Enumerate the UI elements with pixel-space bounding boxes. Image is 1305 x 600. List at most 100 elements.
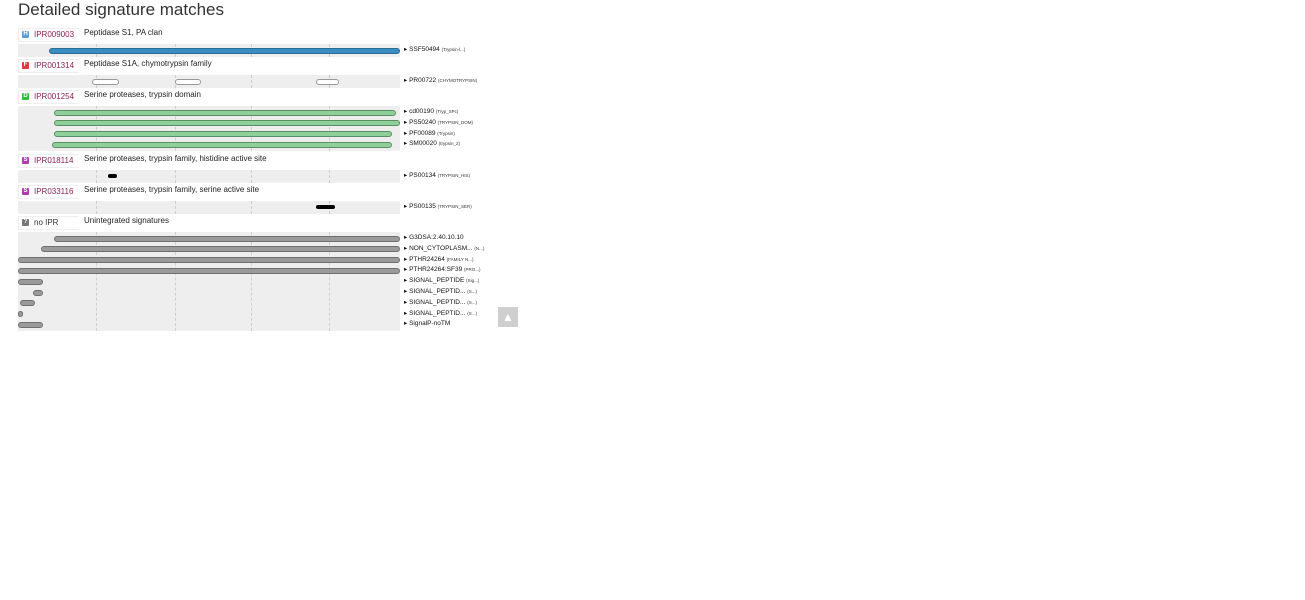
accession-box	[18, 90, 79, 104]
match-track	[18, 232, 401, 332]
signature-name[interactable]: ▸ SIGNAL_PEPTIDE	[404, 277, 467, 285]
entry-description: Serine proteases, trypsin domain	[84, 90, 201, 99]
signature-name[interactable]: ▸ PF00089	[404, 129, 438, 137]
signature-group: H IPR009003 Peptidase S1, PA clan ▸ SSF5049…	[18, 28, 558, 57]
match-bar[interactable]	[54, 131, 393, 138]
signature-name[interactable]: ▸ PS00134	[404, 172, 438, 179]
signature-label[interactable]: ▸ G3DSA:2.40.10.10	[404, 233, 464, 241]
signature-detail: (S...)	[467, 310, 477, 316]
signature-label[interactable]: ▸ PS00134 (TRYPSIN_HIS)	[404, 171, 470, 179]
match-track	[18, 75, 400, 88]
signature-name[interactable]: ▸ SignalP-noTM	[404, 320, 451, 328]
match-bar[interactable]	[33, 289, 43, 296]
match-track	[18, 106, 401, 152]
signature-label[interactable]: ▸ PS50240 (TRYPSIN_DOM)	[404, 118, 473, 126]
signature-detail: (PRO...)	[464, 267, 481, 273]
accession-box	[18, 28, 79, 42]
signature-name[interactable]: ▸ SIGNAL_PEPTID...	[404, 288, 468, 295]
signature-label[interactable]: ▸ SignalP-noTM	[404, 319, 450, 327]
entry-description: Peptidase S1A, chymotrypsin family	[84, 59, 212, 68]
signature-name[interactable]: ▸ NON_CYTOPLASM...	[404, 244, 475, 252]
match-bar[interactable]	[174, 78, 202, 85]
signature-name[interactable]: ▸ SSF50494	[404, 46, 442, 53]
signature-label[interactable]: ▸ PTHR24264 (FAMILY N...)	[404, 255, 474, 263]
match-bar[interactable]	[48, 47, 401, 54]
grid-line	[96, 232, 98, 332]
grid-line	[96, 201, 98, 214]
entry-type-icon: ?	[22, 219, 29, 226]
accession-box	[18, 154, 79, 168]
signature-name[interactable]: ▸ cd00190	[404, 108, 436, 115]
signature-detail: (Trypsin-l...)	[441, 47, 466, 52]
match-bar[interactable]	[52, 141, 393, 148]
signature-name[interactable]: ▸ PS00135	[404, 203, 438, 210]
grid-line	[329, 106, 331, 152]
match-bar[interactable]	[40, 246, 401, 253]
match-bar[interactable]	[315, 78, 339, 85]
entry-type-icon: S	[22, 157, 29, 164]
signature-name[interactable]: ▸ PTHR24264:SF39	[404, 266, 464, 274]
grid-line	[251, 201, 253, 214]
entry-accession-link[interactable]: IPR001314	[34, 61, 75, 70]
signature-label[interactable]: ▸ PR00722 (CHYMOTRYPSIN)	[404, 76, 477, 84]
match-track	[18, 44, 401, 57]
match-bar[interactable]	[92, 78, 120, 85]
signature-label[interactable]: ▸ SIGNAL_PEPTIDE (Sig...)	[404, 276, 479, 284]
signature-detail: (Sig...)	[466, 278, 480, 284]
match-bar[interactable]	[107, 173, 118, 178]
signature-name[interactable]: ▸ PS50240	[404, 118, 438, 126]
grid-line	[251, 170, 253, 183]
match-bar[interactable]	[315, 204, 336, 209]
entry-accession-link[interactable]: IPR033116	[34, 187, 74, 196]
signature-detail: (N...)	[474, 245, 485, 251]
signature-name[interactable]: ▸ SM00020	[404, 140, 439, 148]
entry-accession-link: no IPR	[34, 218, 59, 227]
grid-line	[251, 106, 253, 152]
entry-accession-link[interactable]: IPR009003	[34, 30, 75, 39]
signature-label[interactable]: ▸ PTHR24264:SF39 (PRO...)	[404, 265, 481, 273]
entry-accession-link[interactable]: IPR001254	[34, 92, 75, 101]
signature-group: ? no IPR Unintegrated signatures ▸ G3DSA:2.…	[18, 216, 558, 332]
match-bar[interactable]	[18, 311, 23, 318]
match-bar[interactable]	[18, 257, 401, 264]
match-bar[interactable]	[19, 300, 36, 307]
signature-name[interactable]: ▸ G3DSA:2.40.10.10	[404, 234, 464, 241]
signature-name[interactable]: ▸ SIGNAL_PEPTID...	[404, 298, 468, 306]
signature-label[interactable]: ▸ SSF50494 (Trypsin-l...)	[404, 45, 465, 53]
match-bar[interactable]	[54, 109, 397, 116]
grid-line	[174, 201, 176, 214]
entry-description: Peptidase S1, PA clan	[84, 28, 163, 37]
grid-line	[329, 232, 331, 332]
signature-name[interactable]: ▸ SIGNAL_PEPTID...	[404, 309, 468, 317]
signature-detail: (CHYMOTRYPSIN)	[437, 78, 478, 83]
signature-detail: (trypsin_2)	[438, 141, 460, 147]
accession-box	[18, 216, 79, 230]
grid-line	[251, 232, 253, 332]
signature-name[interactable]: ▸ PR00722	[404, 77, 438, 84]
match-bar[interactable]	[54, 120, 401, 127]
match-bar[interactable]	[18, 321, 43, 328]
signature-label[interactable]: ▸ NON_CYTOPLASM... (N...)	[404, 244, 484, 252]
entry-type-icon: S	[22, 188, 29, 195]
entry-description: Unintegrated signatures	[84, 216, 169, 225]
match-bar[interactable]	[18, 278, 43, 285]
match-bar[interactable]	[18, 267, 401, 274]
signature-label[interactable]: ▸ SIGNAL_PEPTID... (S...)	[404, 298, 477, 306]
signature-label[interactable]: ▸ PF00089 (Trypsin)	[404, 129, 455, 137]
signature-name[interactable]: ▸ PTHR24264	[404, 255, 447, 263]
signature-label[interactable]: ▸ SIGNAL_PEPTID... (S...)	[404, 309, 477, 317]
signature-detail: (S...)	[467, 289, 477, 294]
entry-type-icon: H	[22, 31, 29, 38]
entry-accession-link[interactable]: IPR018114	[34, 156, 74, 165]
signature-label[interactable]: ▸ cd00190 (Tryp_SPc)	[404, 107, 458, 115]
signature-label[interactable]: ▸ PS00135 (TRYPSIN_SER)	[404, 202, 472, 210]
signature-label[interactable]: ▸ SM00020 (trypsin_2)	[404, 139, 460, 147]
grid-line	[174, 106, 176, 152]
group-header: H IPR009003 Peptidase S1, PA clan	[18, 28, 558, 44]
scroll-to-top-button[interactable]: ▲	[498, 307, 518, 327]
signature-label[interactable]: ▸ SIGNAL_PEPTID... (S...)	[404, 287, 477, 295]
match-bar[interactable]	[54, 235, 401, 242]
